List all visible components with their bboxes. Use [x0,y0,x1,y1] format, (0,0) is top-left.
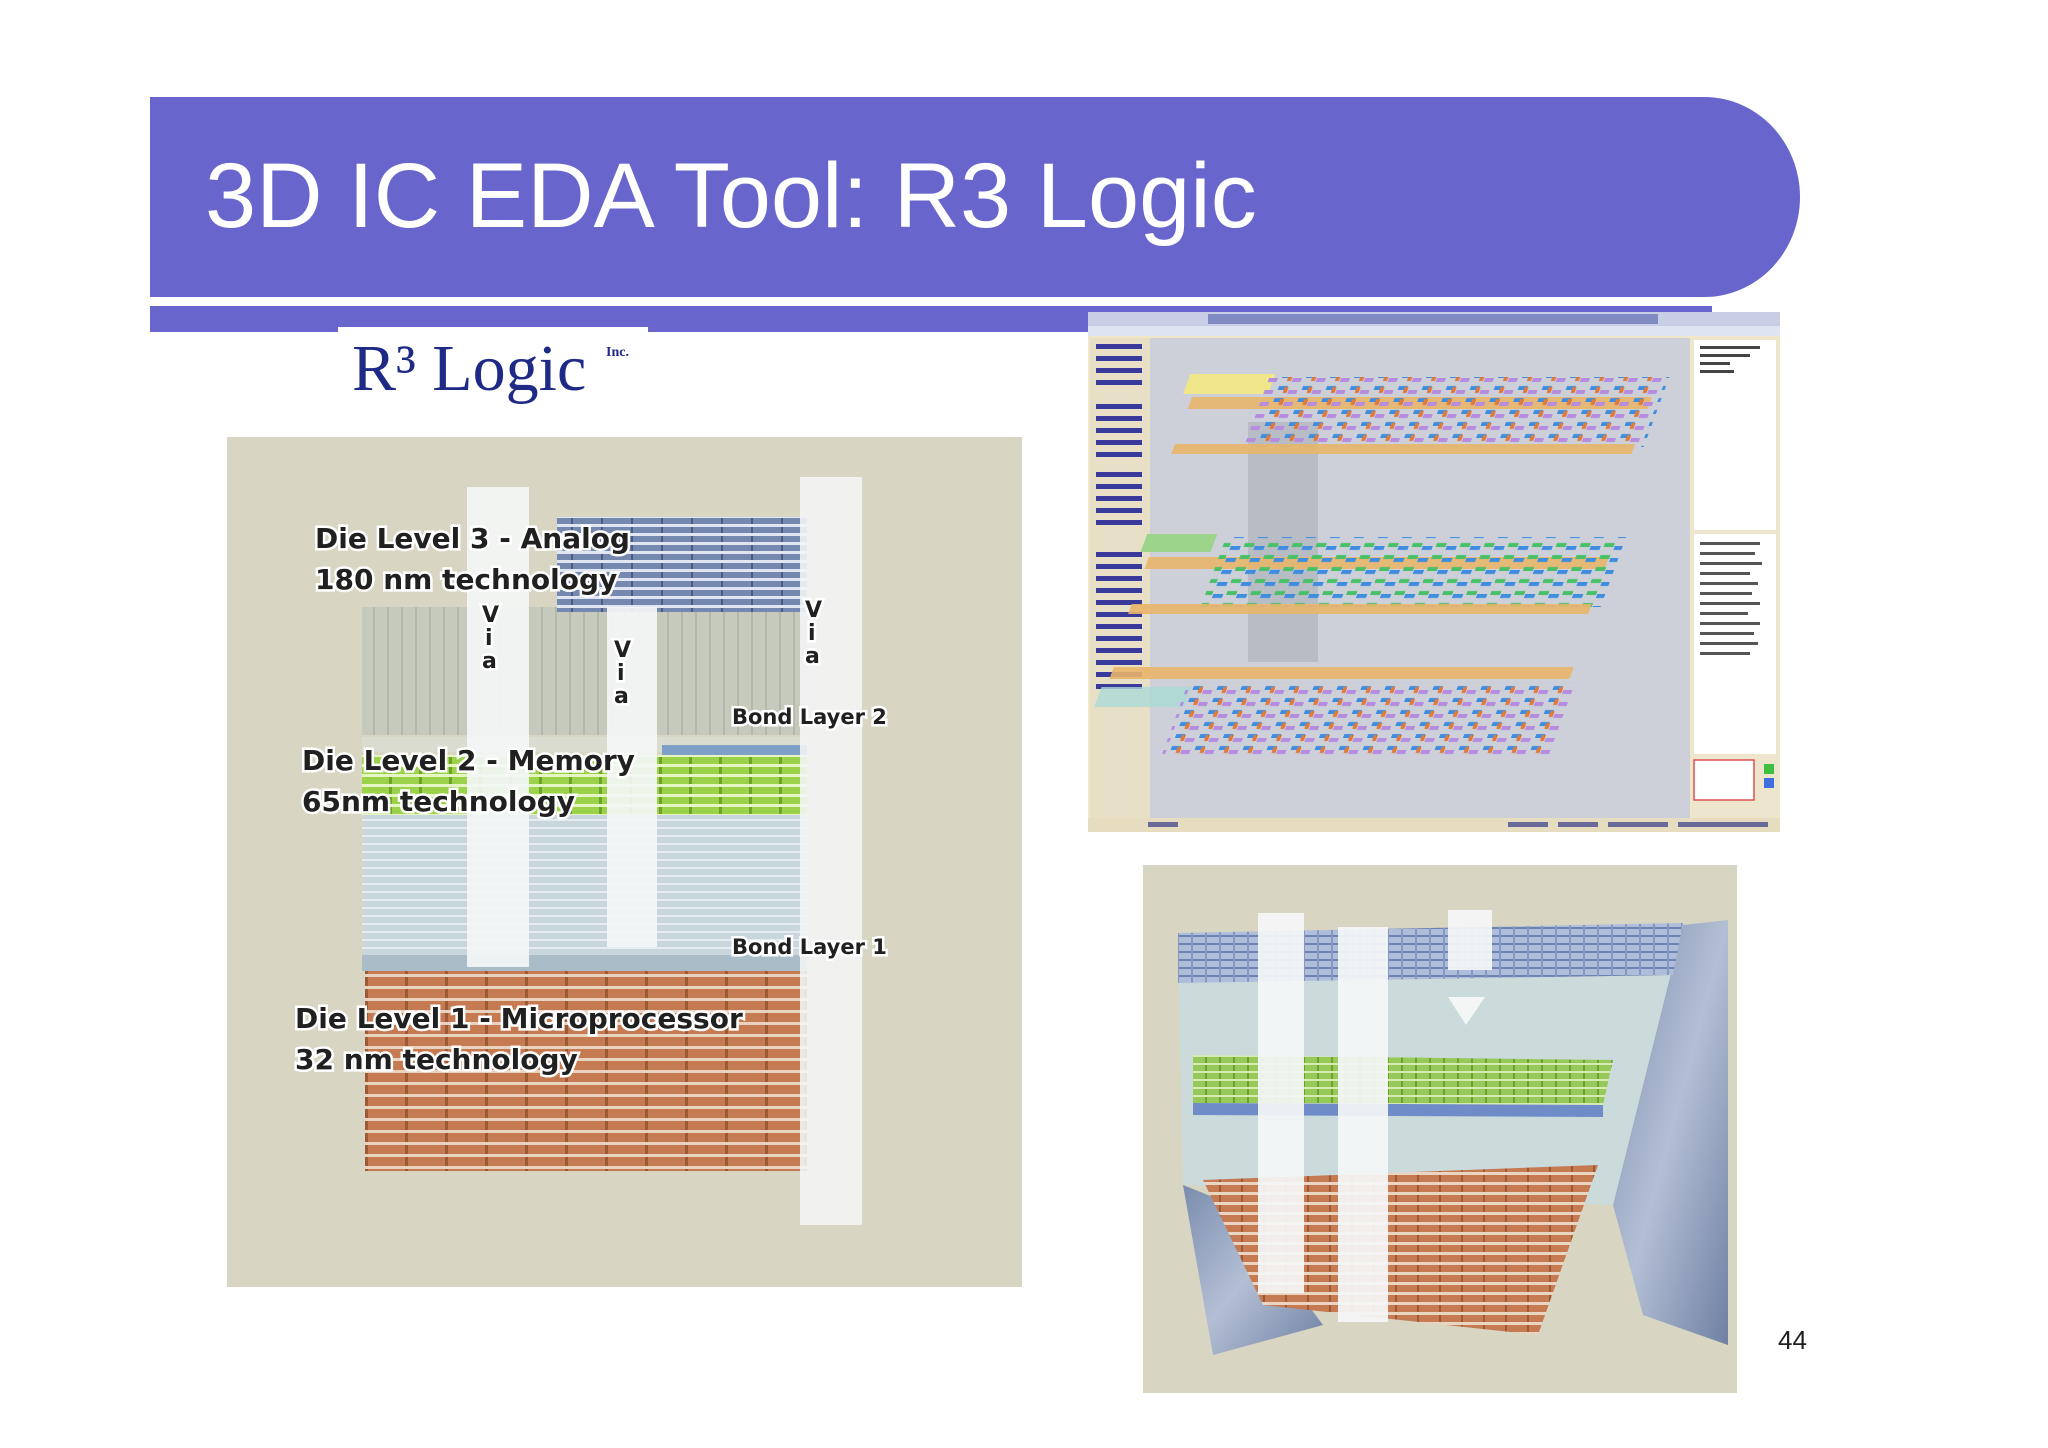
via-letter: a [805,644,820,669]
via-column-2 [607,607,657,947]
die-top-routing [1243,377,1670,447]
title-underline [150,300,1712,306]
die-stack-diagram: V i a V i a V i a Die Level 3 - Analog 1… [227,437,1022,1287]
logo-inc: Inc. [606,345,629,360]
level2-title: Die Level 2 - Memory [302,744,635,777]
level3-tech: 180 nm technology [315,563,617,596]
via-letter: i [485,626,493,651]
r3-logic-logo [338,327,648,419]
die-middle-pad [1140,534,1218,552]
layer-list [1694,340,1776,530]
via-letter: V [805,598,822,623]
eda-tool-screenshot [1088,312,1780,832]
via-column-1 [467,487,529,967]
analog-die-layer [557,517,807,612]
bond-layer-1-label: Bond Layer 1 [732,935,887,959]
die-top-pad [1183,374,1276,394]
stone-wall-right [1613,920,1728,1345]
microprocessor-die-layer [365,971,807,1171]
level1-tech: 32 nm technology [295,1043,578,1076]
via-letter: V [482,603,499,628]
bond-layer-2-label: Bond Layer 2 [732,705,887,729]
render-memory-die [1193,1055,1613,1105]
render-bond-layer [1193,1103,1603,1117]
app-title-strip [1208,314,1658,324]
app-toolbar [1088,326,1780,336]
minimap [1693,759,1755,801]
via-letter: a [614,684,629,709]
render-via-3 [1448,910,1492,970]
analog-substrate [362,607,807,735]
die-bottom-pad [1094,687,1192,707]
via-letter: V [614,638,631,663]
via-letter: i [808,621,816,646]
render-via-tip [1448,997,1485,1025]
title-bar [150,97,1800,297]
slide-title: 3D IC EDA Tool: R3 Logic [205,145,1257,247]
logo-text: R³ Logic [352,332,587,405]
bond-layer-2-strip [662,745,807,755]
3d-stack-render [1143,865,1737,1393]
render-via-2 [1338,927,1388,1322]
via-letter: a [482,649,497,674]
via-column-3 [800,477,862,1225]
page-number: 44 [1778,1325,1807,1355]
via-letter: i [617,661,625,686]
memory-substrate [362,815,807,955]
level3-title: Die Level 3 - Analog [315,522,630,555]
level2-tech: 65nm technology [302,785,575,818]
render-top-die [1178,923,1683,983]
memory-die-layer [362,755,807,815]
die-bottom-routing [1161,682,1579,757]
level1-title: Die Level 1 - Microprocessor [295,1002,743,1035]
render-via-1 [1258,913,1304,1293]
palette-items [1096,344,1142,689]
die-middle-routing [1200,537,1627,607]
status-bar [1088,818,1780,832]
